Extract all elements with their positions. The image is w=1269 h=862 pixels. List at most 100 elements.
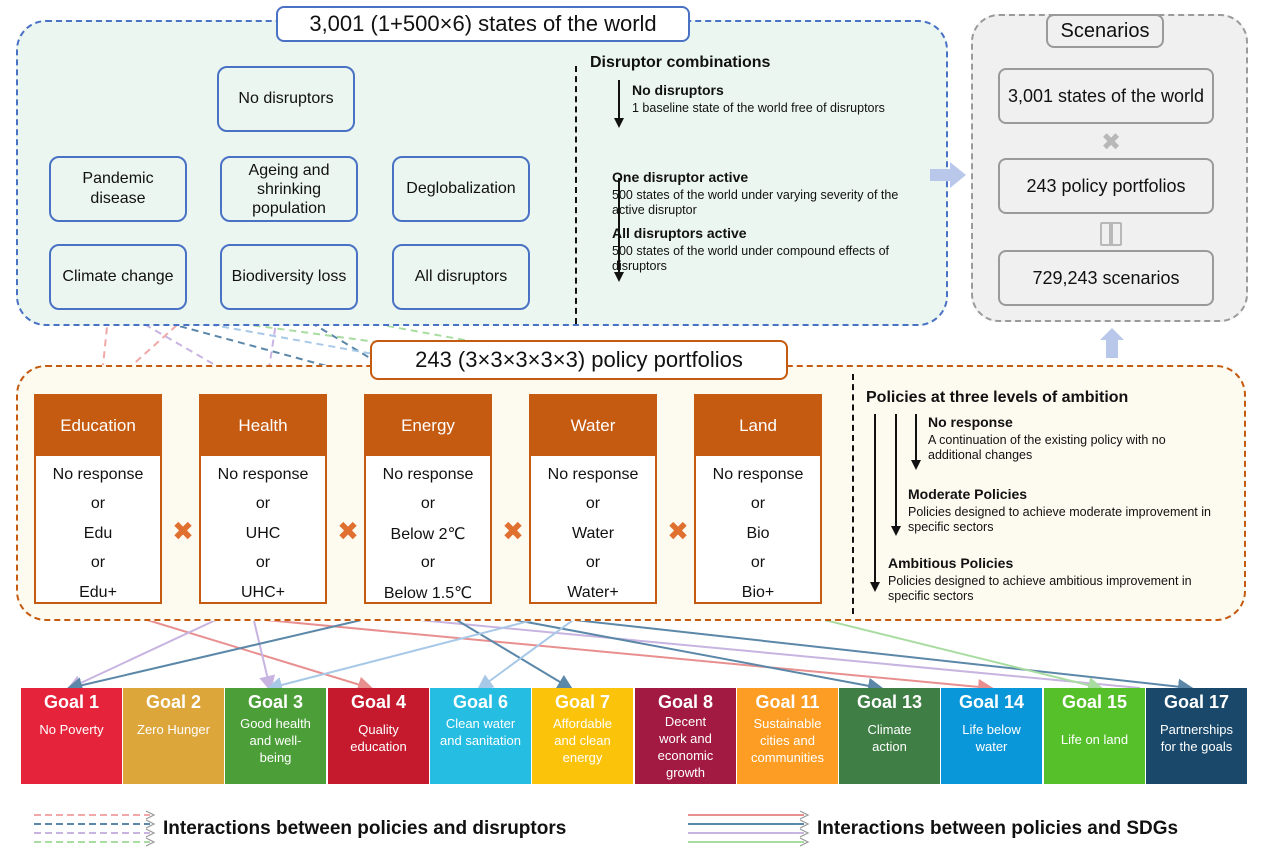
scenarios-title: Scenarios — [1046, 14, 1164, 48]
policy-option: or — [420, 495, 436, 513]
policy-head: Energy — [366, 396, 490, 456]
policy-option: No response — [382, 465, 474, 483]
disruptor-ageing: Ageing and shrinking population — [220, 156, 358, 222]
policy-option: or — [90, 554, 106, 572]
levels-arrows — [870, 414, 921, 592]
sdg-goal-3: Goal 3 Good health and well-being — [225, 688, 326, 784]
policy-option: or — [90, 495, 106, 513]
combos-title: Disruptor combinations — [590, 54, 771, 71]
policy-card-land: Land No response or Bio or Bio+ — [694, 394, 822, 604]
levels-ambitious-title: Ambitious Policies — [888, 555, 1014, 571]
policy-option: or — [750, 554, 766, 572]
goal-text: Partnerships for the goals — [1160, 722, 1233, 754]
sdg-goal-14: Goal 14 Life below water — [941, 688, 1042, 784]
policy-option: Edu+ — [79, 583, 117, 601]
combos-none-desc: 1 baseline state of the world free of di… — [632, 101, 885, 115]
policy-option: Below 1.5℃ — [383, 584, 473, 602]
disruptor-biodiversity: Biodiversity loss — [220, 244, 358, 310]
policy-portfolios-title: 243 (3×3×3×3×3) policy portfolios — [370, 340, 788, 380]
goal-text: Good health and well-being — [240, 716, 311, 765]
sdg-goal-17: Goal 17 Partnerships for the goals — [1146, 688, 1247, 784]
disruptor-none: No disruptors — [217, 66, 355, 132]
multiply-icon: ✖ — [1100, 129, 1122, 156]
combos-none-title: No disruptors — [632, 82, 724, 98]
goal-text: Zero Hunger — [137, 722, 210, 737]
combos-all-desc: 500 states of the world under compound e… — [612, 244, 890, 273]
goal-number: Goal 6 — [452, 692, 509, 712]
policy-card-energy: Energy No response or Below 2℃ or Below … — [364, 394, 492, 604]
goal-number: Goal 15 — [1061, 692, 1128, 712]
goal-number: Goal 14 — [958, 692, 1025, 712]
policy-option: or — [585, 495, 601, 513]
scenarios-states: 3,001 states of the world — [998, 68, 1214, 124]
goal-number: Goal 2 — [145, 692, 202, 712]
scenarios-portfolios: 243 policy portfolios — [998, 158, 1214, 214]
levels-ambitious-desc: Policies designed to achieve ambitious i… — [888, 574, 1192, 603]
policy-option: Water+ — [567, 583, 619, 601]
goal-number: Goal 13 — [856, 692, 923, 712]
goal-text: Sustainable cities and communities — [751, 716, 824, 765]
levels-moderate-title: Moderate Policies — [908, 486, 1028, 502]
disruptor-all: All disruptors — [392, 244, 530, 310]
goal-number: Goal 11 — [755, 692, 820, 712]
goal-number: Goal 1 — [43, 692, 100, 712]
multiply-icon: ✖ — [502, 516, 524, 546]
policy-option: UHC — [245, 524, 281, 542]
policy-head: Education — [36, 396, 160, 456]
policy-option: No response — [547, 465, 639, 483]
arrow-right-icon — [930, 162, 966, 188]
policy-option: or — [255, 495, 271, 513]
policy-option: or — [255, 554, 271, 572]
policy-option: or — [420, 554, 436, 572]
multiply-icon: ✖ — [172, 516, 194, 546]
policy-option: UHC+ — [240, 583, 285, 601]
legend-dashed-arrows-icon — [34, 810, 156, 847]
multiply-icon: ✖ — [667, 516, 689, 546]
levels-none-desc: A continuation of the existing policy wi… — [928, 433, 1166, 462]
sdg-goal-8: Goal 8 Decent work and economic growth — [635, 688, 736, 784]
levels-none-title: No response — [928, 414, 1013, 430]
policy-separator — [852, 374, 854, 614]
levels-title: Policies at three levels of ambition — [866, 389, 1129, 406]
policy-option: Below 2℃ — [390, 525, 466, 543]
policy-head: Health — [201, 396, 325, 456]
arrow-up-icon — [1100, 328, 1124, 358]
goal-number: Goal 3 — [247, 692, 304, 712]
sdg-goal-13: Goal 13 Climate action — [839, 688, 940, 784]
goal-number: Goal 4 — [350, 692, 407, 712]
policy-card-water: Water No response or Water or Water+ — [529, 394, 657, 604]
combos-one-desc: 500 states of the world under varying se… — [612, 188, 899, 217]
disruptor-deglobalization: Deglobalization — [392, 156, 530, 222]
policy-option: Water — [571, 524, 615, 542]
disruptor-pandemic: Pandemic disease — [49, 156, 187, 222]
multiply-icon: ✖ — [337, 516, 359, 546]
legend-sdgs-label: Interactions between policies and SDGs — [817, 818, 1179, 839]
goal-text: No Poverty — [39, 722, 104, 737]
policy-option: Bio — [746, 524, 770, 542]
sdg-goal-7: Goal 7 Affordable and clean energy — [532, 688, 633, 784]
policy-option: No response — [52, 465, 144, 483]
scenarios-total: 729,243 scenarios — [998, 250, 1214, 306]
goal-text: Climate action — [867, 722, 912, 754]
goal-number: Goal 17 — [1163, 692, 1230, 712]
sdg-goal-15: Goal 15 Life on land — [1044, 688, 1145, 784]
world-separator — [575, 66, 577, 324]
goal-text: Affordable and clean energy — [552, 716, 613, 765]
goal-text: Life on land — [1060, 732, 1129, 747]
states-of-world-title: 3,001 (1+500×6) states of the world — [276, 6, 690, 42]
goal-text: Clean water and sanitation — [440, 716, 521, 748]
combos-all-title: All disruptors active — [612, 225, 747, 241]
policy-head: Land — [696, 396, 820, 456]
sdg-goal-1: Goal 1 No Poverty — [21, 688, 122, 784]
disruptor-climate: Climate change — [49, 244, 187, 310]
policy-head: Water — [531, 396, 655, 456]
goal-text: Life below water — [962, 722, 1021, 754]
policy-option: or — [750, 495, 766, 513]
goal-number: Goal 7 — [554, 692, 611, 712]
policy-option: Bio+ — [741, 583, 775, 601]
levels-moderate-desc: Policies designed to achieve moderate im… — [908, 505, 1211, 534]
sdg-goal-2: Goal 2 Zero Hunger — [123, 688, 224, 784]
legend-disruptors-label: Interactions between policies and disrup… — [163, 818, 567, 839]
policy-option: No response — [217, 465, 309, 483]
combos-one-title: One disruptor active — [612, 169, 749, 185]
